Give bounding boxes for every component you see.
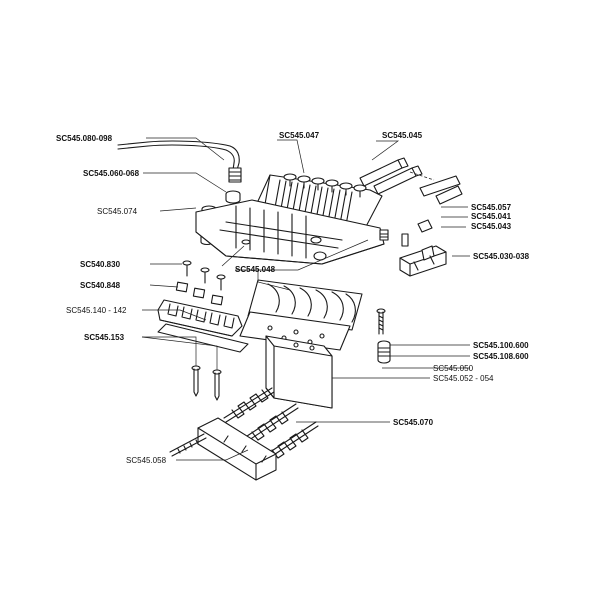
label-claw: SC545.058	[126, 456, 167, 465]
leader-lines	[141, 137, 470, 461]
stud-screw	[376, 308, 386, 335]
claw-screw	[169, 433, 207, 457]
label-sustain-block: SC545.052 - 054	[433, 374, 494, 383]
base-plate	[195, 199, 385, 265]
tremolo-arm	[117, 140, 242, 183]
label-nut-screw: SC545.057	[471, 203, 512, 212]
locking-nut-assembly	[379, 219, 447, 277]
label-saddle-lock: SC540.848	[80, 281, 121, 290]
stud-bushing	[377, 340, 391, 364]
label-locking-nut: SC545.030-038	[473, 252, 530, 261]
label-pivot: SC545.074	[97, 207, 138, 216]
label-block-pad: SC545.050	[433, 364, 474, 373]
long-screws	[191, 365, 222, 401]
spring-claw	[197, 417, 277, 481]
label-plate: SC545.048	[235, 265, 276, 274]
label-nut-block: SC545.041	[471, 212, 512, 221]
saddle-lock-plates	[175, 281, 224, 306]
label-stud-bushing: SC545.108.600	[473, 352, 529, 361]
label-screws: SC540.830	[80, 260, 121, 269]
saddle-screws	[182, 260, 226, 291]
part-labels: SC545.080-098 SC545.060-068 SC545.074 SC…	[56, 131, 530, 465]
sustain-block	[265, 335, 333, 409]
label-arm-collar: SC545.060-068	[83, 169, 140, 178]
label-shim: SC545.153	[84, 333, 125, 342]
label-studs: SC545.045	[382, 131, 423, 140]
label-stud-screw: SC545.100.600	[473, 341, 529, 350]
label-arm: SC545.080-098	[56, 134, 113, 143]
label-nut-pad: SC545.043	[471, 222, 512, 231]
arm-collar	[225, 190, 241, 204]
label-fine-tuners: SC545.047	[279, 131, 320, 140]
label-springs: SC545.070	[393, 418, 434, 427]
base-plate-lower	[239, 311, 351, 351]
fine-tuner-knobs	[283, 173, 367, 198]
label-saddles: SC545.140 - 142	[66, 306, 127, 315]
saddle-shim	[157, 323, 249, 353]
mounting-studs	[359, 157, 463, 205]
